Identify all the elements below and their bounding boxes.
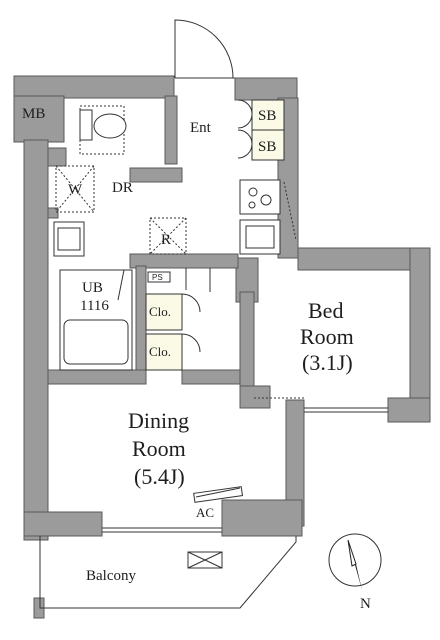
toilet-fixture: [79, 105, 127, 155]
kitchen-stove: [239, 179, 281, 215]
clo-label-1: Clo.: [149, 304, 171, 319]
ps-box: PS: [147, 271, 171, 283]
ub-size-label: 1116: [80, 298, 109, 314]
w-label: W: [68, 182, 83, 198]
bed-room-line1: Bed: [308, 298, 343, 323]
kitchen-dash: [283, 181, 297, 241]
dining-room-line2: Room: [132, 436, 186, 461]
closet-1: Clo.: [145, 293, 183, 331]
mb-label: MB: [22, 106, 45, 122]
unit-bath: UB 1116: [59, 269, 133, 371]
windows: [102, 407, 388, 533]
shoe-box-1: SB: [251, 99, 285, 131]
bed-room: Bed Room (3.1J): [254, 298, 354, 399]
ac-unit: AC: [193, 486, 244, 520]
ps-label: PS: [152, 273, 163, 282]
ub-label: UB: [82, 280, 103, 296]
ent-label: Ent: [190, 120, 212, 136]
closet-doors: [181, 268, 211, 353]
kitchen-sink: [239, 219, 281, 255]
bed-room-size: (3.1J): [302, 350, 353, 375]
dining-room-size: (5.4J): [134, 464, 185, 489]
r-label: R: [161, 232, 171, 248]
dr-label: DR: [112, 180, 133, 196]
north-arrow-icon: N: [328, 533, 382, 612]
sb-label-1: SB: [258, 108, 276, 124]
sb-doors: [237, 99, 253, 159]
clo-label-2: Clo.: [149, 344, 171, 359]
closet-2: Clo.: [145, 333, 183, 371]
dining-room: Dining Room (5.4J): [128, 408, 189, 489]
wash-basin: [53, 221, 85, 257]
washer-area: W: [55, 165, 95, 213]
balcony-outline: [39, 536, 297, 609]
walls: [13, 75, 431, 619]
north-label: N: [360, 596, 371, 612]
mb-box: MB: [22, 106, 45, 122]
dining-room-line1: Dining: [128, 408, 189, 433]
shoe-box-2: SB: [251, 129, 285, 161]
bed-room-line2: Room: [300, 324, 354, 349]
ac-label: AC: [196, 505, 214, 520]
balcony-label: Balcony: [86, 568, 136, 584]
entrance-door: [174, 19, 235, 79]
refrigerator-area: R: [149, 217, 187, 255]
sb-label-2: SB: [258, 139, 276, 155]
